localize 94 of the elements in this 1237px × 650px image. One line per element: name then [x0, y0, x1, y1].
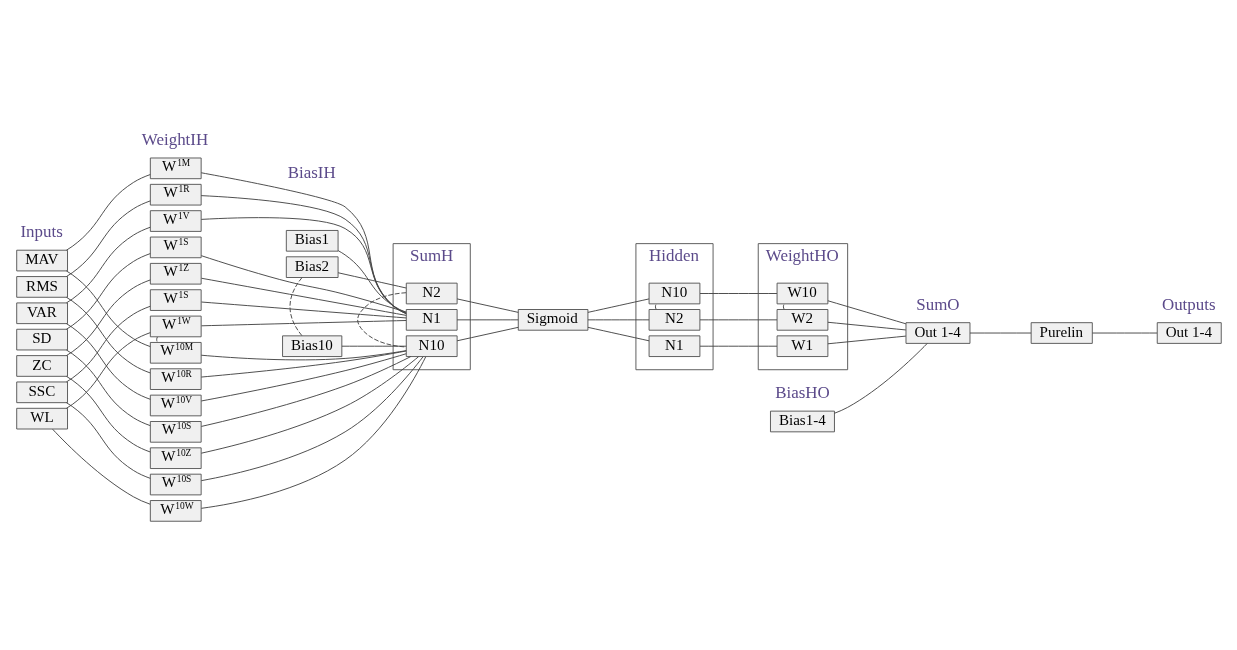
label: Inputs	[20, 221, 63, 241]
connector	[587, 318, 650, 320]
connector	[65, 278, 151, 356]
node-box: W$^{1R}$	[149, 183, 202, 205]
node-box: W$^{10Z}$	[149, 446, 202, 469]
node-box: W$^{10S}$	[149, 420, 202, 443]
connector	[654, 303, 657, 310]
node-box: MAV	[16, 249, 68, 271]
connector	[65, 349, 151, 426]
connector	[200, 355, 419, 454]
connector	[65, 305, 151, 382]
node-box: ZC	[16, 354, 68, 377]
node-box: W$^{1V}$	[149, 209, 202, 232]
node-box: W$^{10S}$	[149, 473, 202, 495]
connector	[341, 345, 407, 347]
label: WeightIH	[141, 129, 209, 149]
label: BiasHO	[775, 382, 830, 402]
label: BiasIH	[287, 162, 336, 182]
node-box: W2	[776, 308, 829, 331]
connector	[65, 252, 151, 330]
connector	[200, 350, 407, 378]
connector	[456, 318, 519, 320]
node-box: N1	[648, 334, 701, 357]
node-box: VAR	[16, 301, 68, 324]
connector	[65, 173, 151, 251]
node-box: Sigmoid	[517, 308, 589, 331]
connector	[834, 342, 928, 414]
connector	[1091, 332, 1158, 333]
connector	[65, 331, 151, 409]
connector	[52, 428, 151, 505]
node-box: SSC	[16, 381, 68, 403]
node-box: N2	[405, 282, 458, 304]
connector	[200, 216, 407, 314]
connector	[699, 318, 778, 320]
connector	[200, 171, 407, 314]
node-box: Bias1-4	[770, 410, 835, 432]
node-box: W$^{10R}$	[149, 367, 202, 390]
node-box: WL	[16, 407, 68, 429]
connector	[782, 303, 785, 310]
connector	[65, 375, 151, 452]
connector	[456, 297, 519, 313]
node-box: Bias2	[285, 255, 339, 278]
connector	[587, 326, 650, 341]
connector	[201, 301, 407, 318]
node-box: N10	[405, 334, 458, 357]
node-box: Out 1-4	[1156, 321, 1222, 344]
node-box: W$^{10V}$	[149, 394, 202, 416]
node-box: W10	[776, 282, 829, 304]
connector	[699, 292, 778, 294]
node-box: W$^{1W}$	[149, 315, 202, 337]
connector	[65, 226, 151, 303]
node-box: Bias10	[282, 334, 343, 357]
node-box: W$^{10M}$	[149, 341, 202, 364]
connector	[200, 355, 427, 509]
node-box: SD	[16, 328, 68, 350]
connector	[289, 276, 303, 336]
connector	[201, 277, 407, 316]
node-box: W$^{1S}$	[149, 288, 202, 311]
connector	[156, 335, 158, 343]
connector	[200, 355, 424, 481]
node-box: W$^{10W}$	[149, 499, 202, 522]
connector	[65, 296, 151, 373]
node-box: Purelin	[1030, 321, 1093, 344]
connector	[827, 299, 907, 324]
connector	[827, 321, 907, 330]
node-box: N10	[648, 282, 701, 304]
connector	[201, 319, 407, 326]
node-box: W1	[776, 334, 829, 357]
label: Outputs	[1161, 294, 1216, 314]
connector	[337, 271, 407, 288]
node-box: W$^{1M}$	[149, 157, 202, 179]
node-box: RMS	[16, 275, 68, 298]
connector	[65, 322, 151, 400]
node-box: W$^{1S}$	[149, 236, 202, 258]
connector	[699, 345, 778, 347]
node-box: Out 1-4	[905, 321, 971, 344]
label: SumO	[916, 294, 960, 314]
connector	[65, 401, 151, 479]
connector	[200, 349, 407, 360]
connector	[587, 297, 650, 313]
connector	[200, 352, 407, 401]
connector	[200, 355, 412, 427]
node-box: N2	[648, 308, 701, 331]
connector	[827, 335, 907, 344]
connector	[65, 269, 151, 347]
connector	[65, 199, 151, 277]
connector	[200, 194, 407, 314]
node-box: Bias1	[285, 229, 339, 252]
connector	[969, 332, 1032, 333]
node-box: W$^{1Z}$	[149, 262, 202, 285]
connector	[337, 249, 407, 313]
connector	[456, 326, 519, 341]
node-box: N1	[405, 308, 458, 331]
connector	[357, 291, 407, 347]
